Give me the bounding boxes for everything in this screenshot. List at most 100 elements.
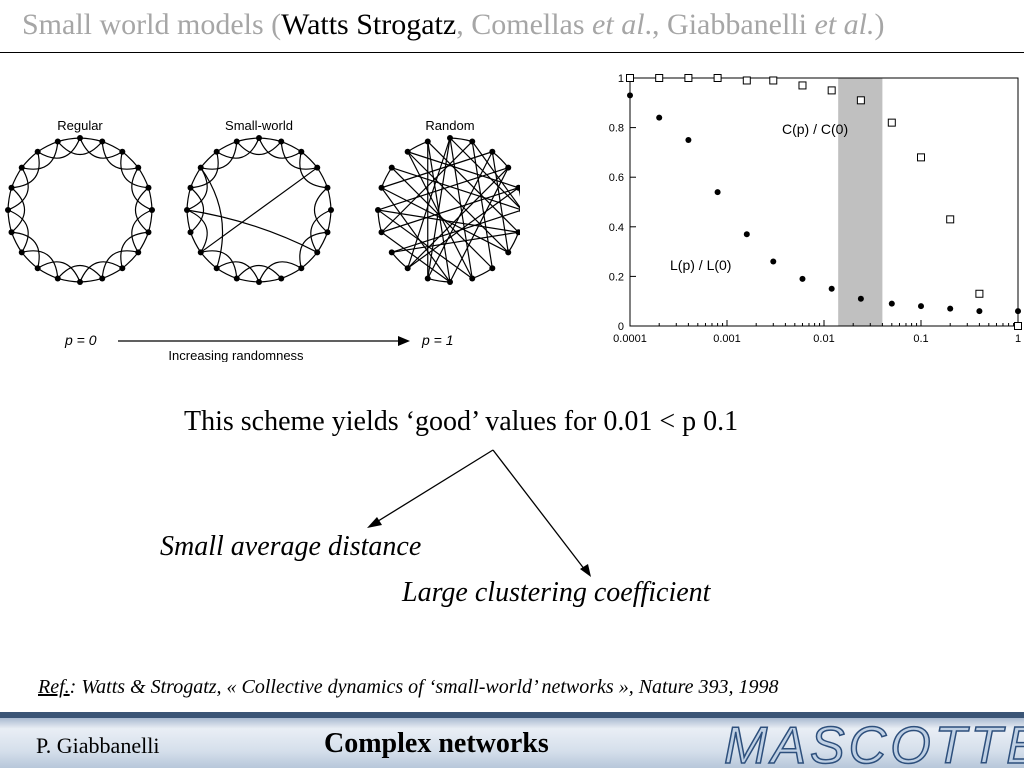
network-edge <box>7 209 29 253</box>
network-edge <box>57 137 81 143</box>
clustering-point <box>742 76 751 85</box>
network-edge <box>381 187 519 233</box>
network-edge <box>21 151 39 169</box>
network-node <box>378 229 385 236</box>
network-edge <box>11 231 40 269</box>
path-length-point <box>770 258 777 265</box>
footer-author: P. Giabbanelli <box>36 733 160 758</box>
network-node <box>119 265 126 272</box>
clustering-point <box>975 289 984 298</box>
network-edge <box>391 167 520 210</box>
network-edge <box>316 167 329 188</box>
network-edge <box>147 209 153 233</box>
network-edge <box>407 140 428 153</box>
network-node <box>278 138 285 145</box>
network-node <box>519 207 520 213</box>
footer-top-stripe <box>0 712 1024 718</box>
network-edge <box>300 251 318 269</box>
clustering-point <box>827 86 836 95</box>
network-edge <box>186 209 192 233</box>
network-edge <box>186 187 192 211</box>
clustering-point <box>769 76 778 85</box>
annotation-path-length: L(p) / L(0) <box>670 257 731 273</box>
arrow-head-clustering <box>580 564 591 577</box>
network-edge <box>11 187 26 233</box>
network-node <box>515 229 520 236</box>
network-node <box>233 275 240 282</box>
network-node <box>489 265 496 272</box>
network-node <box>404 148 411 155</box>
clustering-point <box>655 74 664 82</box>
network-edge <box>377 209 473 279</box>
network-edge <box>381 187 451 283</box>
footer-bar <box>0 712 1024 768</box>
network-node <box>213 265 220 272</box>
network-edge <box>102 140 123 153</box>
optimal-p-shaded-region <box>838 78 883 326</box>
network-edge <box>7 167 29 211</box>
network-edge <box>258 277 282 283</box>
network-node <box>135 164 142 171</box>
network-node <box>378 184 385 191</box>
network-edge <box>79 137 123 159</box>
network-edge <box>57 141 103 156</box>
network-node <box>314 164 321 171</box>
network-edge <box>134 187 149 233</box>
network-edge <box>200 151 218 169</box>
network-edge <box>326 187 332 211</box>
reference-label: Ref. <box>38 676 70 698</box>
network-edge <box>407 137 451 269</box>
network-edge <box>121 251 139 269</box>
network-edge <box>471 141 520 209</box>
network-node <box>469 275 476 282</box>
network-node <box>388 164 395 171</box>
network-node <box>424 138 431 145</box>
network-edge <box>258 137 302 159</box>
y-tick-label: 0 <box>618 321 624 333</box>
network-edge <box>258 261 302 283</box>
path-length-point <box>743 231 750 238</box>
title-divider <box>0 52 1024 53</box>
clustering-point <box>713 74 722 82</box>
path-length-point <box>888 300 895 307</box>
network-edge <box>7 209 13 233</box>
network-edge <box>79 277 103 283</box>
network-edge <box>236 137 260 143</box>
title-text-1: Small world models ( <box>22 8 282 41</box>
title-text-5: ., Giabbanelli <box>644 8 815 41</box>
network-node <box>424 275 431 282</box>
network-node <box>5 207 11 213</box>
network-edge <box>449 137 473 279</box>
ws-label-regular: Regular <box>57 118 103 133</box>
x-tick-label: 0.0001 <box>613 333 647 345</box>
network-edge <box>190 187 205 233</box>
network-node <box>197 164 204 171</box>
ws-label-random: Random <box>425 118 474 133</box>
path-length-point <box>799 275 806 282</box>
network-node <box>256 135 262 141</box>
arrow-head-distance <box>367 517 382 528</box>
network-edge <box>391 231 519 253</box>
network-edge <box>102 267 123 280</box>
small-world-network <box>184 135 334 285</box>
title-text-highlight: Watts Strogatz <box>281 8 457 41</box>
clustering-point <box>684 74 693 82</box>
network-edge <box>147 187 153 211</box>
network-edge <box>79 261 123 283</box>
network-edge <box>137 167 150 188</box>
y-tick-label: 0.8 <box>609 123 624 135</box>
network-edge <box>200 250 238 279</box>
network-node <box>145 229 152 236</box>
network-node <box>324 229 331 236</box>
network-edge <box>316 232 329 253</box>
path-length-point <box>656 114 663 121</box>
network-node <box>54 138 61 145</box>
path-length-point <box>918 303 924 310</box>
y-tick-label: 0.4 <box>609 222 624 234</box>
network-edge <box>407 167 509 269</box>
network-edge <box>377 209 383 233</box>
reference-text: : Watts & Strogatz, « Collective dynamic… <box>69 676 779 698</box>
path-length-point <box>1015 308 1021 315</box>
network-node <box>278 275 285 282</box>
network-node <box>184 207 190 213</box>
